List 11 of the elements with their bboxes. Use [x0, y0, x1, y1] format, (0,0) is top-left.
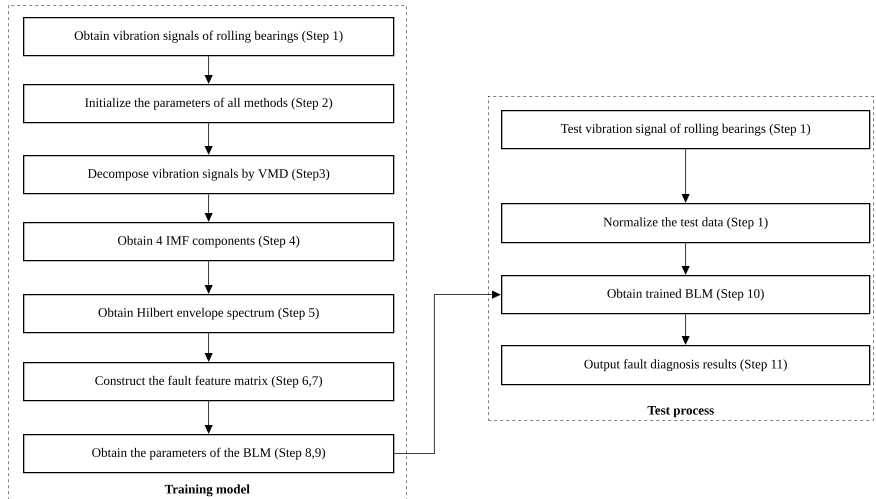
- process-box: Construct the fault feature matrix (Step 6,7): [23, 362, 394, 402]
- process-box: Test vibration signal of rolling bearings (Step 1): [501, 110, 870, 150]
- process-box: Obtain vibration signals of rolling bearings (Step 1): [23, 17, 394, 56]
- process-box: Decompose vibration signals by VMD (Step3): [23, 155, 394, 194]
- process-box: Initialize the parameters of all methods (Step 2): [23, 84, 394, 124]
- process-box: Normalize the test data (Step 1): [501, 203, 870, 244]
- process-box: Obtain 4 IMF components (Step 4): [23, 222, 394, 262]
- process-box: Output fault diagnosis results (Step 11): [501, 345, 870, 386]
- process-box: Obtain trained BLM (Step 10): [501, 275, 870, 314]
- process-box: Obtain Hilbert envelope spectrum (Step 5): [23, 294, 394, 334]
- process-box: Obtain the parameters of the BLM (Step 8,9): [23, 434, 394, 474]
